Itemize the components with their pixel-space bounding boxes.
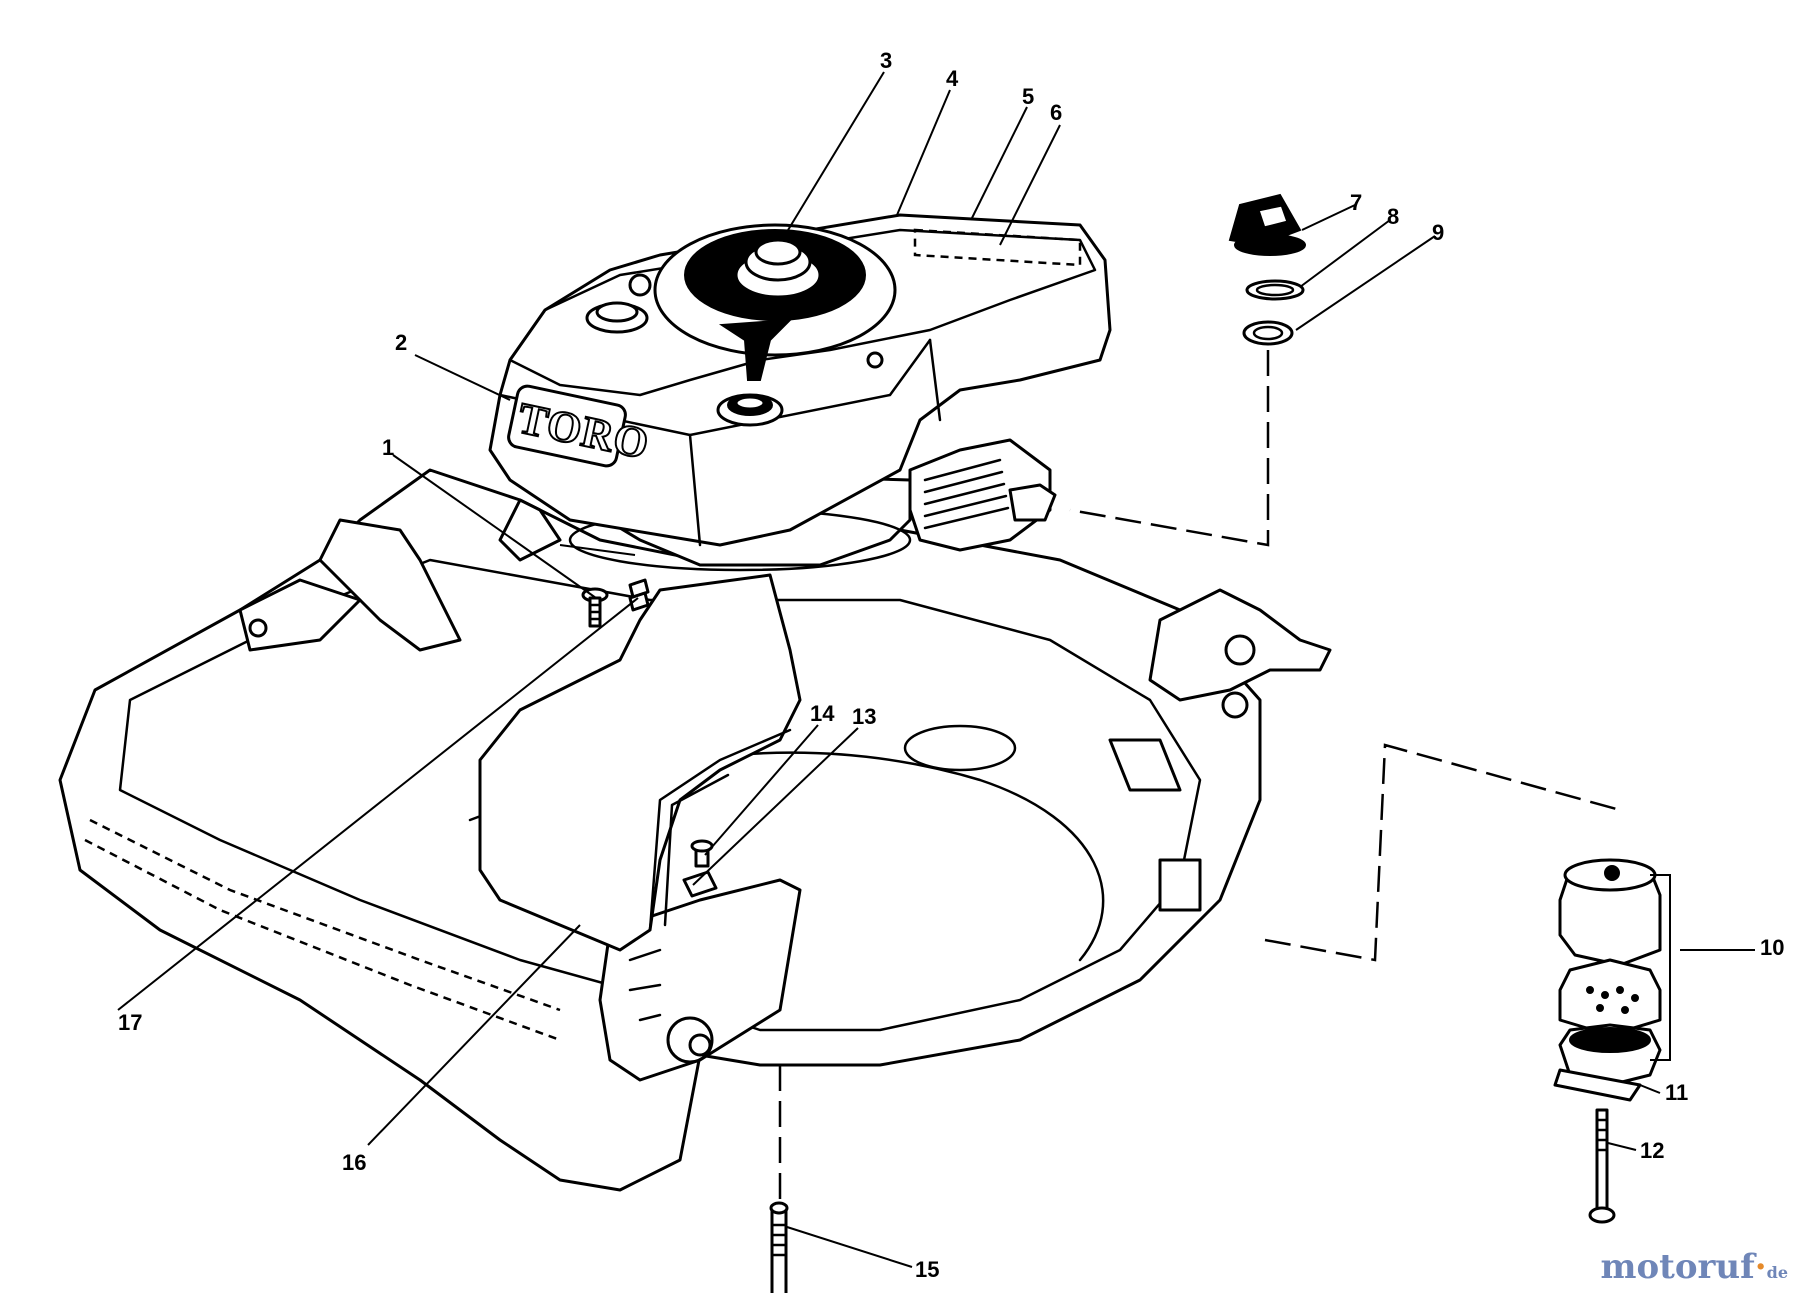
watermark-tld: de — [1766, 1263, 1788, 1282]
leader-lines — [117, 71, 1755, 1268]
callout-12: 12 — [1640, 1138, 1664, 1163]
watermark: motoruf·de — [1600, 1247, 1788, 1287]
watermark-main: motoruf — [1600, 1247, 1755, 1287]
callout-7: 7 — [1350, 190, 1362, 215]
callout-3: 3 — [880, 48, 892, 73]
callout-11: 11 — [1665, 1080, 1688, 1105]
callout-1: 1 — [382, 435, 394, 460]
bolt-15 — [769, 1201, 789, 1293]
watermark-dot: · — [1754, 1247, 1767, 1287]
mower-deck — [58, 468, 1332, 1200]
callout-6: 6 — [1050, 100, 1062, 125]
engine-assembly: TORO — [488, 213, 1112, 572]
callout-10: 10 — [1760, 935, 1784, 960]
callout-15: 15 — [915, 1257, 939, 1282]
callout-14: 14 — [810, 701, 835, 726]
callout-9: 9 — [1432, 220, 1444, 245]
callout-numbers: 1 2 3 4 5 6 7 8 9 10 11 12 13 14 15 16 1… — [118, 48, 1784, 1282]
callout-5: 5 — [1022, 84, 1034, 109]
callout-8: 8 — [1387, 204, 1399, 229]
callout-4: 4 — [946, 66, 959, 91]
callout-2: 2 — [395, 330, 407, 355]
callout-17: 17 — [118, 1010, 142, 1035]
callout-16: 16 — [342, 1150, 366, 1175]
muffler-parts — [1264, 743, 1671, 1224]
air-cleaner-parts — [1069, 193, 1306, 547]
discharge-deflector — [478, 573, 802, 952]
callout-13: 13 — [852, 704, 876, 729]
